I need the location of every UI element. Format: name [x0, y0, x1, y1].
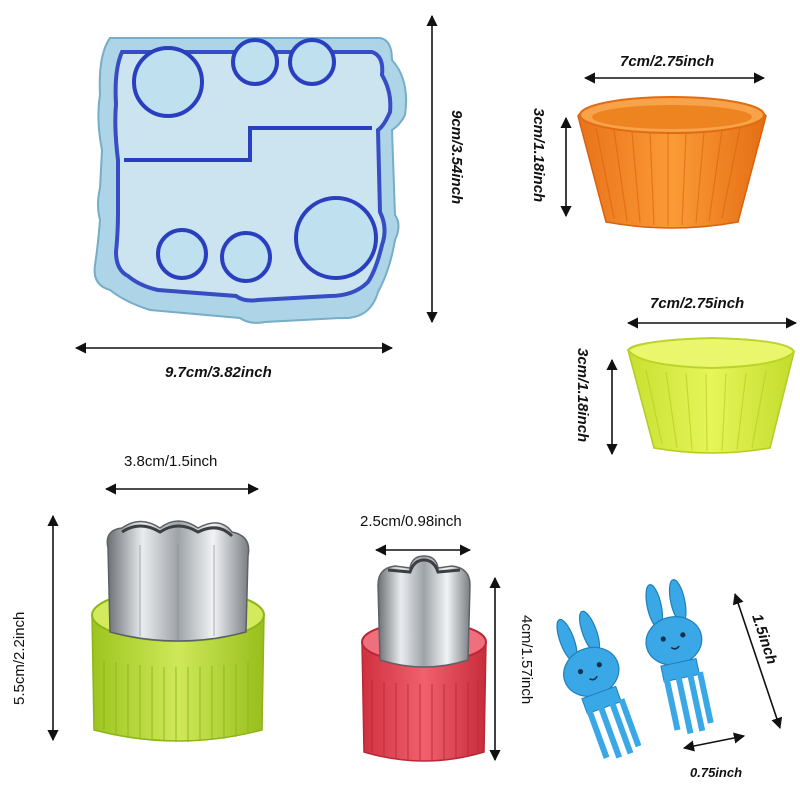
- small-vegetable-cutter-icon: [361, 555, 487, 762]
- square-silicone-cup-icon: [626, 336, 796, 454]
- bunny-fork-height-label: 1.5inch: [748, 612, 780, 666]
- bunny-fork-height-arrow: [732, 592, 783, 730]
- flower-cutter-height-label: 5.5cm/2.2inch: [11, 612, 28, 705]
- bunny-food-picks-icon: [556, 579, 714, 759]
- round-cup-width-label: 7cm/2.75inch: [620, 53, 714, 70]
- small-cutter-width-label: 2.5cm/0.98inch: [360, 513, 462, 530]
- train-height-label: 9cm/3.54inch: [448, 110, 465, 204]
- flower-vegetable-cutter-icon: [91, 520, 265, 742]
- small-cutter-height-label: 4cm/1.57inch: [518, 615, 535, 704]
- train-width-label: 9.7cm/3.82inch: [165, 364, 272, 381]
- round-cup-height-label: 3cm/1.18inch: [530, 108, 547, 202]
- flower-cutter-width-label: 3.8cm/1.5inch: [124, 453, 217, 470]
- train-sandwich-cutter-icon: [93, 37, 408, 324]
- bunny-fork-width-arrow: [682, 732, 746, 752]
- square-cup-width-label: 7cm/2.75inch: [650, 295, 744, 312]
- square-cup-height-label: 3cm/1.18inch: [574, 348, 591, 442]
- round-silicone-cup-icon: [577, 96, 767, 229]
- bunny-fork-width-label: 0.75inch: [690, 765, 742, 780]
